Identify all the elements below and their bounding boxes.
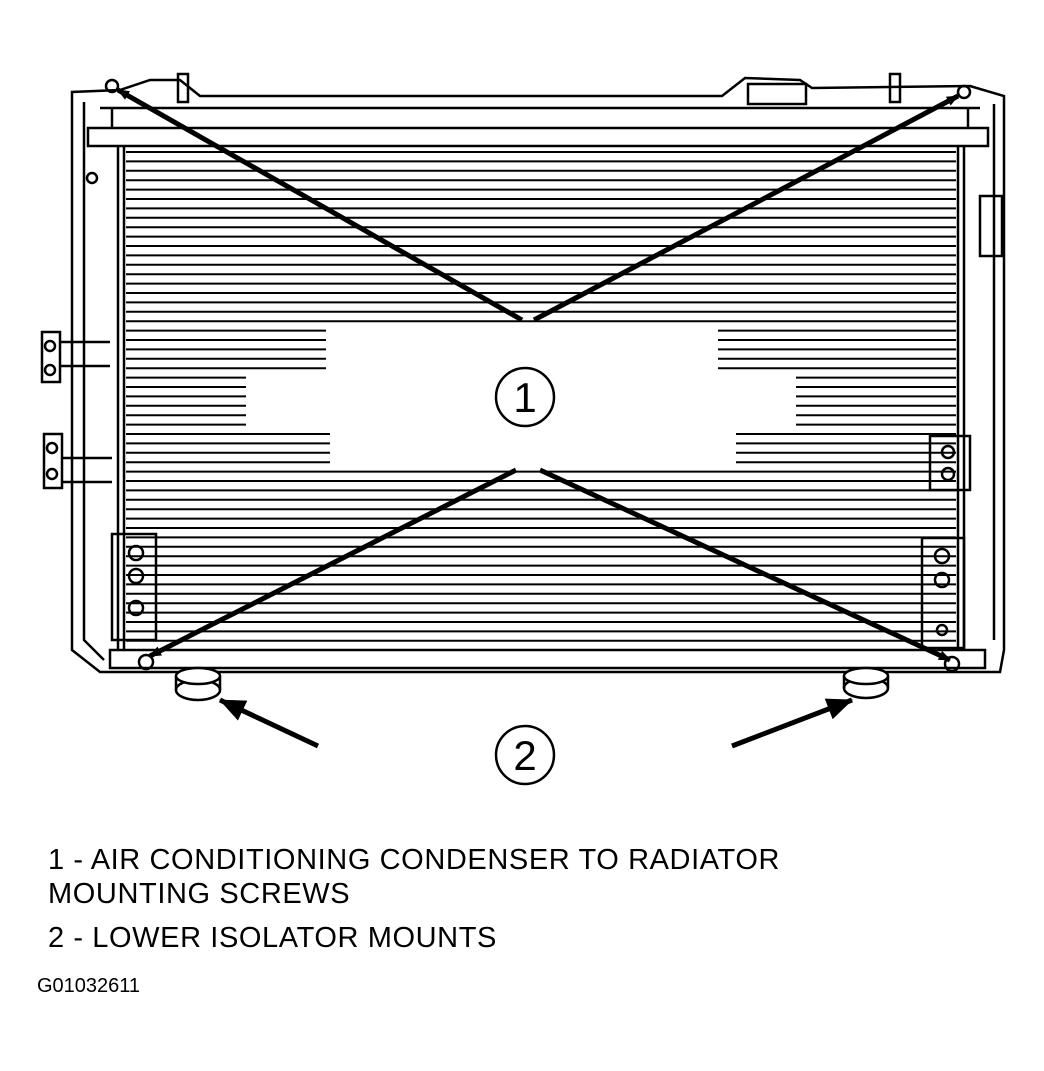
- legend: 1 - AIR CONDITIONING CONDENSER TO RADIAT…: [48, 843, 780, 955]
- upper-right-screw: [956, 84, 972, 100]
- legend-item-2: 2 - LOWER ISOLATOR MOUNTS: [48, 922, 497, 954]
- callout-2-leaders: [218, 697, 853, 749]
- svg-text:2: 2: [513, 732, 536, 779]
- upper-left-screw: [104, 78, 120, 94]
- right-isolator-mount: [842, 666, 890, 700]
- figure-id: G01032611: [37, 975, 141, 997]
- legend-item-1-line-1: 1 - AIR CONDITIONING CONDENSER TO RADIAT…: [48, 844, 781, 876]
- radiator-frame: [70, 72, 1006, 674]
- left-isolator-mount: [174, 666, 222, 702]
- callout-1-leaders: [116, 87, 960, 663]
- legend-item-1-line-2: MOUNTING SCREWS: [48, 878, 351, 910]
- right-side-fitting: [928, 194, 1004, 492]
- condenser-top-header: [86, 106, 990, 148]
- callout-2: 2: [494, 724, 556, 786]
- lower-right-bracket: [920, 536, 966, 673]
- condenser-fins: [126, 151, 956, 642]
- condenser-diagram: 1 2: [40, 72, 1006, 786]
- callout-1: 1: [494, 366, 556, 428]
- svg-text:1: 1: [513, 374, 536, 421]
- inlet-pipe-fitting: [40, 171, 112, 490]
- lower-left-bracket: [110, 532, 158, 671]
